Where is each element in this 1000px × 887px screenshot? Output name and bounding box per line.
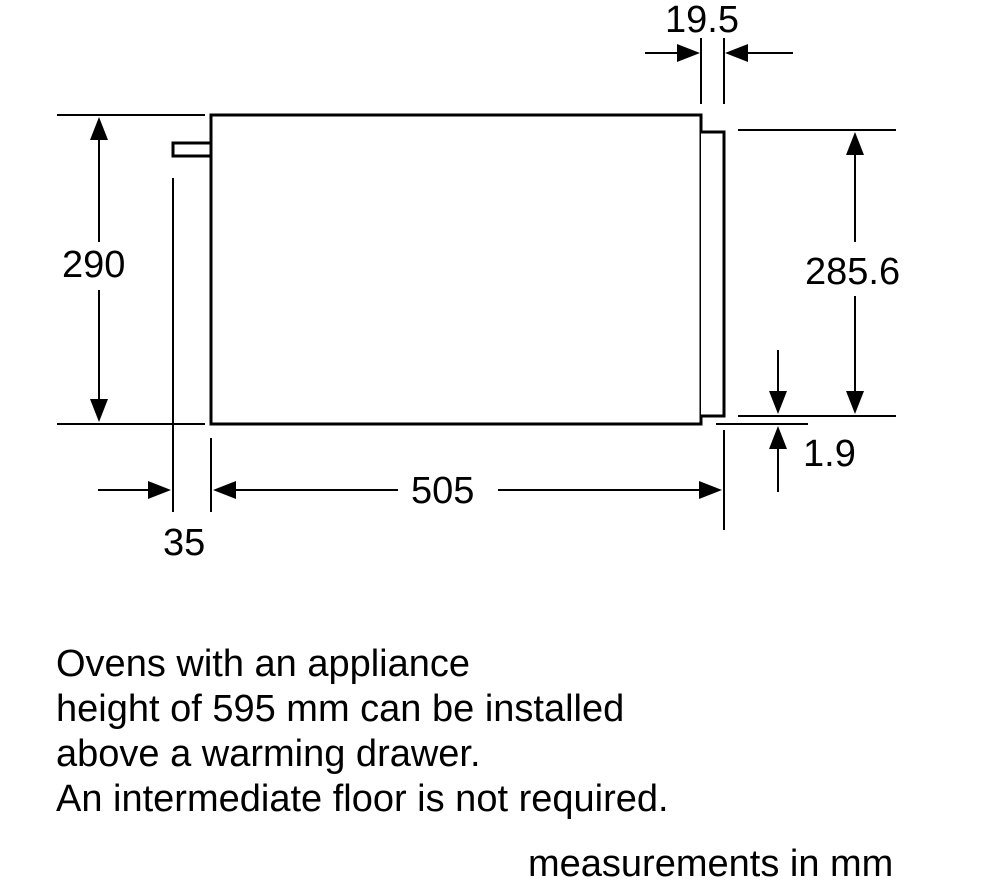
installation-note: Ovens with an appliance height of 595 mm… <box>56 642 956 822</box>
note-line: An intermediate floor is not required. <box>56 778 669 820</box>
label-panel-thickness: 19.5 <box>665 0 739 41</box>
label-width: 505 <box>411 470 474 512</box>
note-line: above a warming drawer. <box>56 733 481 775</box>
arrowhead-up <box>769 426 787 449</box>
dimension-diagram: 290 35 505 19.5 285.6 1.9 <box>57 0 900 564</box>
arrowhead-right <box>148 481 171 499</box>
label-height-left: 290 <box>62 244 125 286</box>
label-front-offset: 35 <box>163 522 205 564</box>
arrowhead-up <box>846 132 864 155</box>
arrowhead-right <box>677 44 700 62</box>
label-height-right: 285.6 <box>805 251 900 293</box>
label-bottom-gap: 1.9 <box>803 433 856 475</box>
arrowhead-up <box>90 117 108 140</box>
arrowhead-down <box>846 391 864 414</box>
units-caption: measurements in mm <box>528 843 894 885</box>
rear-connector <box>171 141 213 158</box>
arrowhead-left <box>213 481 236 499</box>
note-line: Ovens with an appliance <box>56 643 471 685</box>
arrowhead-down <box>90 399 108 422</box>
appliance-body <box>209 113 703 426</box>
note-line: height of 595 mm can be installed <box>56 688 625 730</box>
arrowhead-right <box>699 481 722 499</box>
arrowhead-left <box>725 44 748 62</box>
front-panel <box>701 130 726 418</box>
arrowhead-down <box>769 391 787 414</box>
